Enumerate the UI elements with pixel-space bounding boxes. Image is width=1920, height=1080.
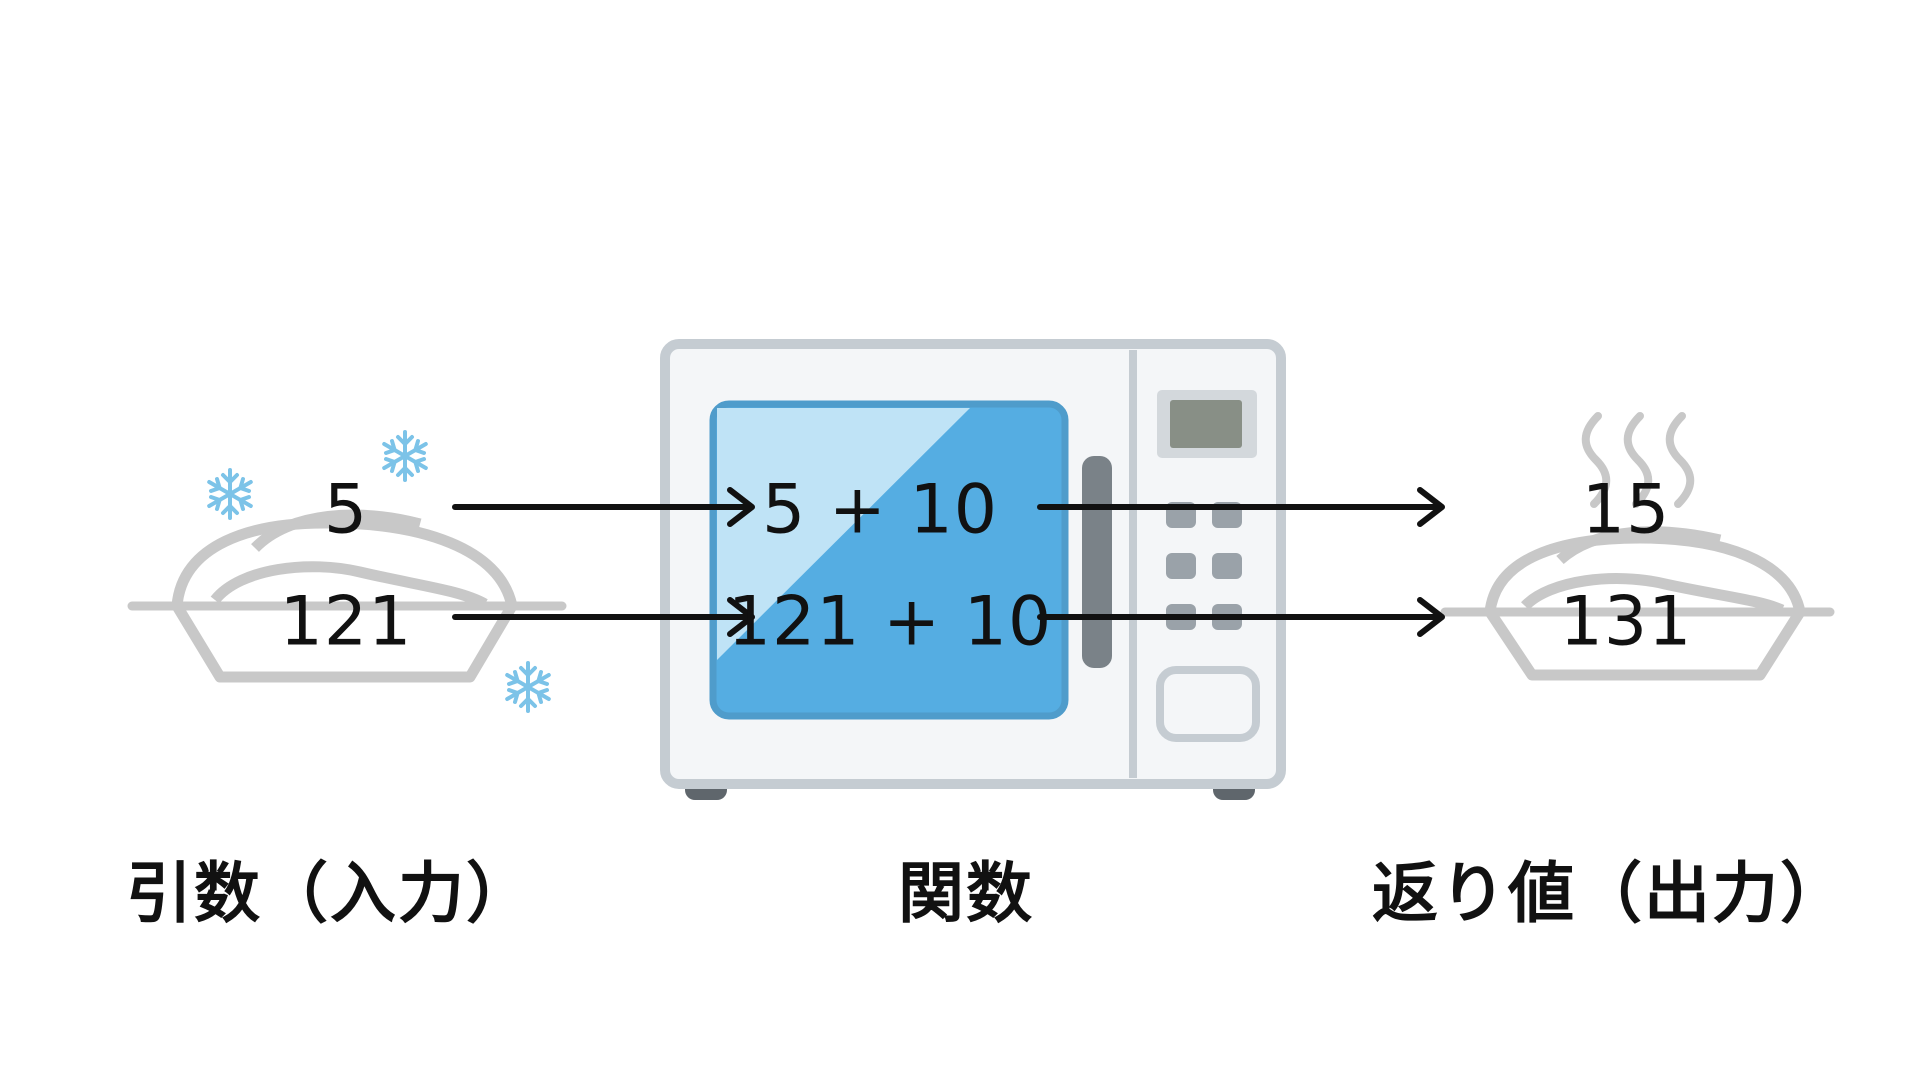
frozen-dish-icon	[127, 509, 567, 683]
hot-dish-icon	[1440, 526, 1835, 681]
function-expression-2: 121 + 10	[727, 582, 1053, 662]
microwave-icon	[660, 339, 1286, 800]
input-caption: 引数（入力）	[126, 855, 534, 932]
steam-icon	[1581, 412, 1695, 508]
input-value-1: 5	[323, 470, 369, 550]
input-value-2: 121	[279, 582, 413, 662]
function-caption: 関数	[898, 855, 1034, 932]
arrow-right-icon	[452, 487, 1445, 637]
output-value-2: 131	[1559, 582, 1693, 662]
output-caption: 返り値（出力）	[1372, 855, 1848, 932]
function-expression-1: 5 + 10	[762, 470, 998, 550]
output-value-1: 15	[1581, 470, 1671, 550]
